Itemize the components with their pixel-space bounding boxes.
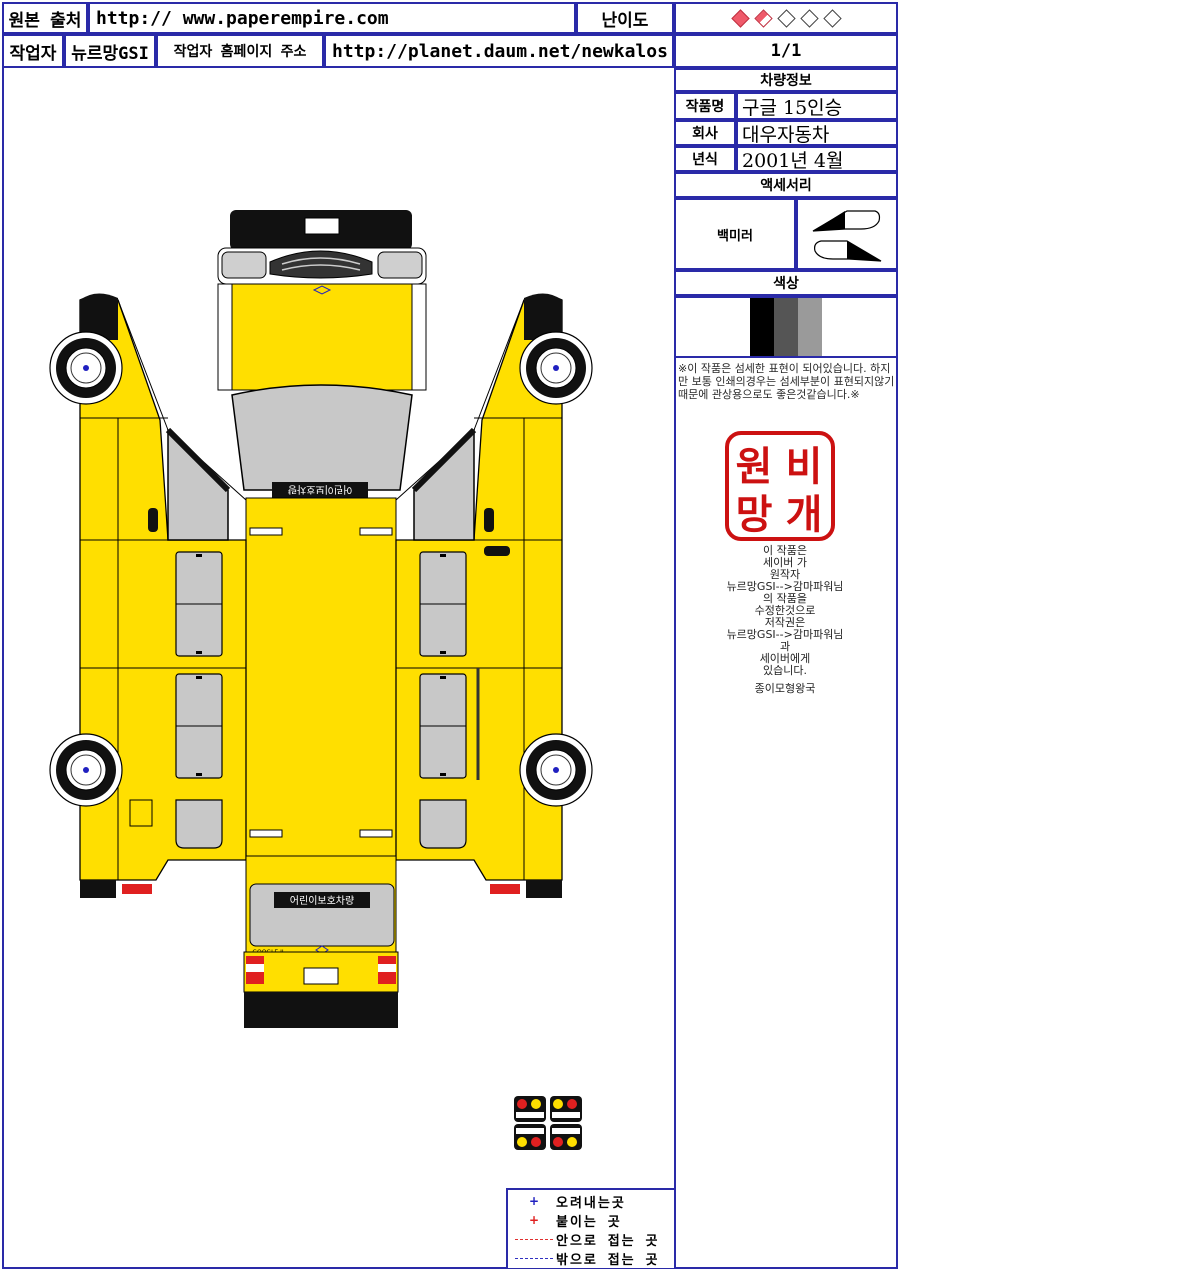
page-number-cell: 1/1 <box>674 34 898 68</box>
svg-text:망: 망 <box>736 492 773 538</box>
author-label: 작업자 <box>9 43 57 64</box>
difficulty-label: 난이도 <box>601 10 649 31</box>
difficulty-rating <box>674 2 898 34</box>
plus-blue-icon: + <box>528 1194 540 1208</box>
color-swatch-cell <box>674 296 898 358</box>
credit-line: 세이버에게 <box>759 652 811 665</box>
sidebar-notes-area <box>674 358 898 1269</box>
legend-label: 붙이는 곳 <box>556 1214 622 1230</box>
credit-line: 저작권은 <box>764 616 806 629</box>
seal-stamp: 원 비 망 개 <box>724 430 836 542</box>
credit-line: 이 작품은 <box>763 544 807 557</box>
color-swatch <box>798 298 822 356</box>
front-sign: 어린이보호차량 <box>288 483 352 495</box>
credit-line: 뉴르망GSI-->감마파워님 <box>726 580 844 593</box>
info-value-company: 대우자동차 <box>742 123 830 146</box>
rear-sign: 어린이보호차량 <box>290 895 354 907</box>
van-papercraft-template: 어린이보호차량 어린이보호차량 GOOGLE II <box>49 210 593 1150</box>
legend-item-fold-in: 안으로 접는 곳 <box>512 1230 672 1249</box>
color-swatches <box>750 298 822 356</box>
credit-line: 원작자 <box>769 568 801 581</box>
source-label: 원본 출처 <box>8 10 82 31</box>
difficulty-diamond-icon <box>753 8 773 28</box>
info-value-name: 구글 15인승 <box>742 96 843 119</box>
info-label-cell: 년식 <box>674 146 736 172</box>
credits-footer: 종이모형왕국 <box>754 682 816 695</box>
dash-red-line-icon <box>515 1238 553 1240</box>
credit-line: 있습니다. <box>763 664 807 677</box>
info-value-year: 2001년 4월 <box>742 149 844 172</box>
light-parts <box>514 1096 582 1150</box>
accessory-label-cell: 백미러 <box>674 198 796 270</box>
source-label-cell: 원본 출처 <box>2 2 88 34</box>
accessory-item-label: 백미러 <box>717 228 753 244</box>
difficulty-diamond-icon <box>822 8 842 28</box>
difficulty-diamonds <box>729 8 844 28</box>
seal-stamp-image: 원 비 망 개 <box>725 431 835 541</box>
info-label-company: 회사 <box>692 126 718 142</box>
legend-label: 밖으로 접는 곳 <box>556 1252 660 1268</box>
legend-item-fold-out: 밖으로 접는 곳 <box>512 1249 672 1268</box>
mirror-parts-cell <box>796 198 898 270</box>
credit-line: 과 <box>779 640 791 653</box>
color-swatch <box>750 298 774 356</box>
difficulty-diamond-icon <box>730 8 750 28</box>
accessory-header: 액세서리 <box>674 172 898 198</box>
legend-item-glue: + 붙이는 곳 <box>512 1211 672 1230</box>
vehicle-info-header: 차량정보 <box>674 68 898 92</box>
svg-text:비: 비 <box>786 444 823 490</box>
info-value-cell: 2001년 4월 <box>736 146 898 172</box>
info-label-cell: 회사 <box>674 120 736 146</box>
info-label-name: 작품명 <box>685 99 725 115</box>
credit-line: 수정한것으로 <box>754 604 816 617</box>
vehicle-info-title: 차량정보 <box>760 73 812 89</box>
info-label-cell: 작품명 <box>674 92 736 120</box>
legend-item-cut: + 오려내는곳 <box>512 1192 672 1211</box>
accessory-title: 액세서리 <box>760 178 812 194</box>
printing-notice: ※이 작품은 섬세한 표현이 되어있습니다. 하지만 보통 인쇄의경우는 섬세부… <box>678 362 895 401</box>
info-value-cell: 구글 15인승 <box>736 92 898 120</box>
page-number: 1/1 <box>770 41 802 61</box>
author-cell: 뉴르망GSI <box>64 34 156 68</box>
dash-blue-line-icon <box>515 1257 553 1259</box>
svg-text:개: 개 <box>786 492 823 538</box>
source-url-cell: http:// www.paperempire.com <box>88 2 576 34</box>
legend-label: 안으로 접는 곳 <box>556 1233 660 1249</box>
plus-red-icon: + <box>528 1213 540 1227</box>
difficulty-diamond-icon <box>799 8 819 28</box>
legend-label: 오려내는곳 <box>556 1195 626 1211</box>
color-header: 색상 <box>674 270 898 296</box>
homepage-url-link[interactable]: http://planet.daum.net/newkalos <box>332 40 668 62</box>
author-name: 뉴르망GSI <box>71 43 149 64</box>
homepage-label-cell: 작업자 홈페이지 주소 <box>156 34 324 68</box>
svg-text:원: 원 <box>736 444 773 490</box>
color-swatch <box>774 298 798 356</box>
side-mirror-parts <box>812 210 882 262</box>
info-label-year: 년식 <box>692 152 718 168</box>
difficulty-label-cell: 난이도 <box>576 2 674 34</box>
credits-text: 이 작품은 세이버 가 원작자 뉴르망GSI-->감마파워님 의 작품을 수정한… <box>700 545 870 695</box>
info-value-cell: 대우자동차 <box>736 120 898 146</box>
homepage-url-cell: http://planet.daum.net/newkalos <box>324 34 674 68</box>
legend-box: + 오려내는곳 + 붙이는 곳 안으로 접는 곳 밖으로 접는 곳 <box>506 1188 674 1268</box>
homepage-label: 작업자 홈페이지 주소 <box>173 44 307 60</box>
difficulty-diamond-icon <box>776 8 796 28</box>
credit-line: 뉴르망GSI-->감마파워님 <box>726 628 844 641</box>
color-title: 색상 <box>773 276 799 292</box>
credit-line: 의 작품을 <box>763 592 807 605</box>
source-url-link[interactable]: http:// www.paperempire.com <box>96 7 389 29</box>
credit-line: 세이버 가 <box>763 556 807 569</box>
author-label-cell: 작업자 <box>2 34 64 68</box>
